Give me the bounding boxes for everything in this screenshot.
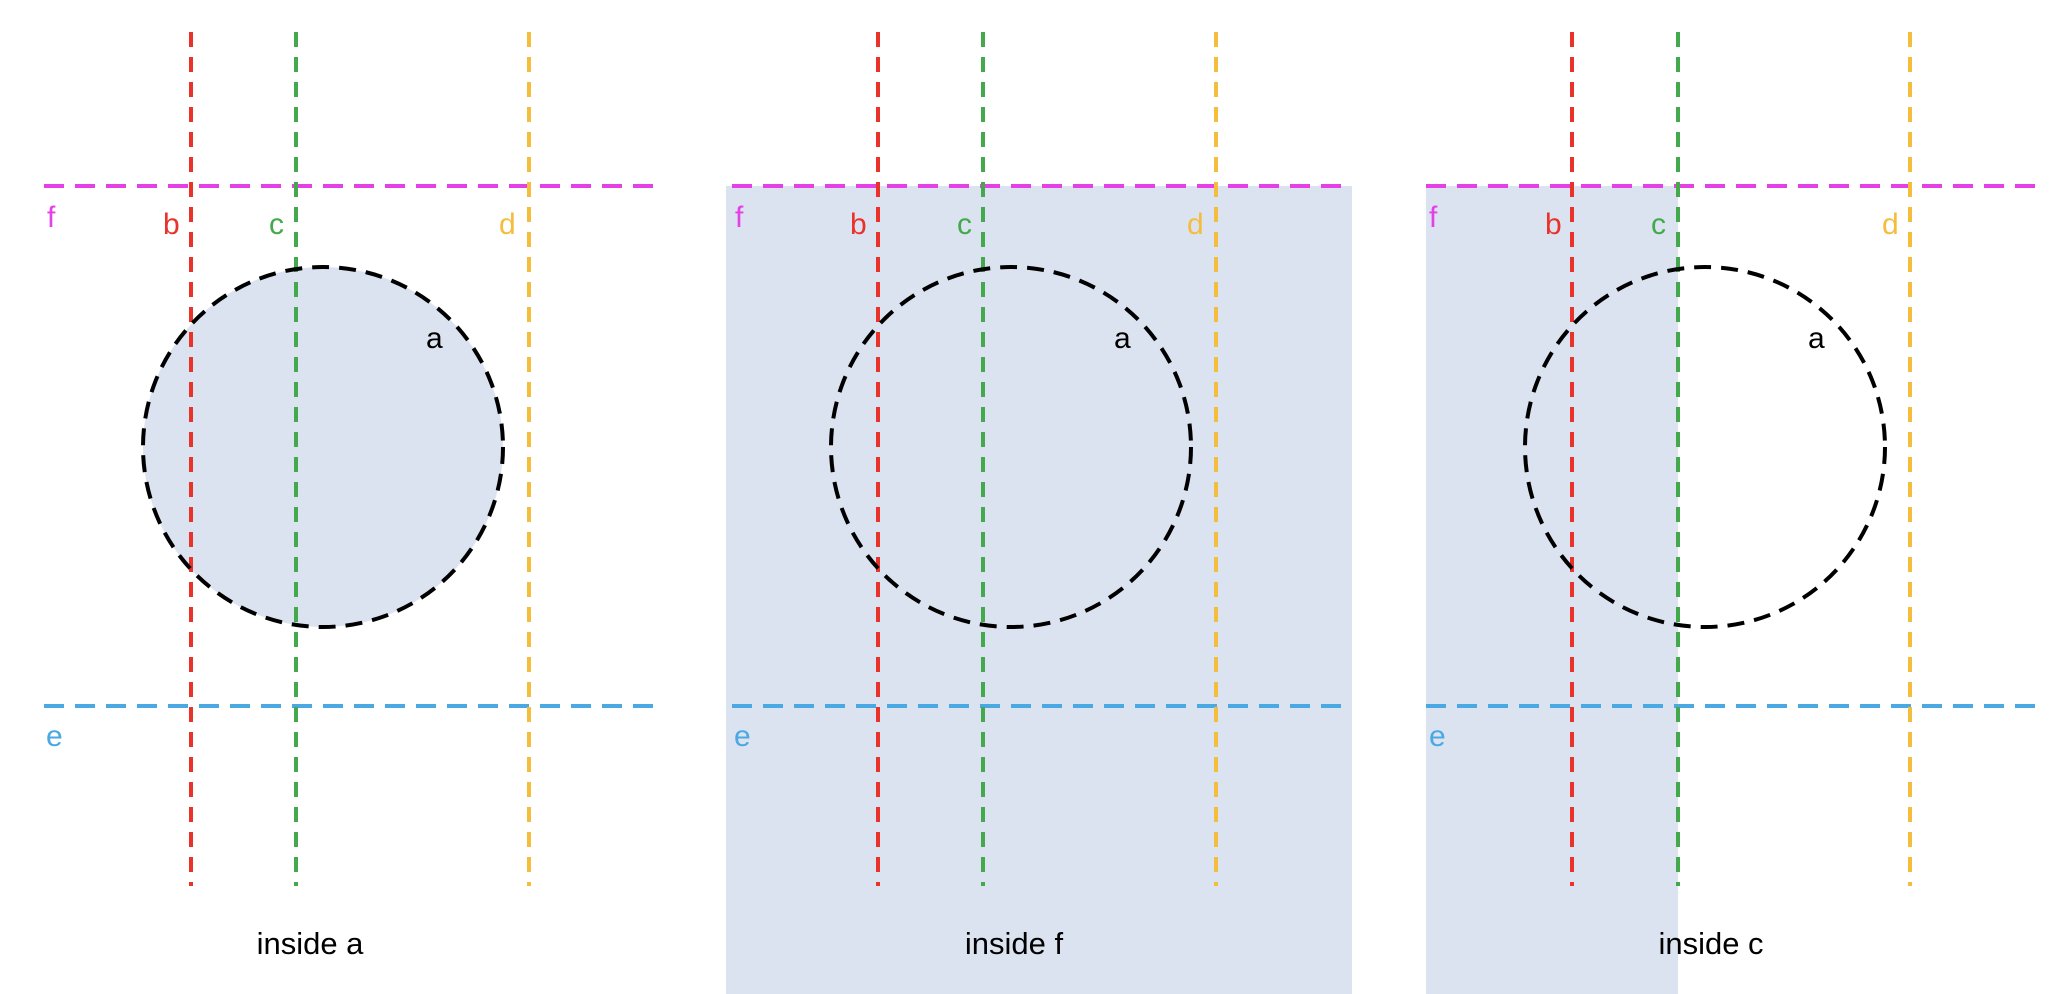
panel-inside-c: f b c d a e inside c [1426, 32, 2044, 994]
panel-inside-f: f b c d a e inside f [726, 32, 1352, 994]
panel-inside-a: f b c d a e inside a [44, 32, 662, 961]
shaded-region-a [143, 267, 503, 627]
label-b: b [163, 208, 180, 241]
label-a: a [1808, 322, 1825, 355]
label-c: c [269, 208, 284, 241]
panel-caption: inside c [1658, 926, 1763, 961]
label-b: b [1545, 208, 1562, 241]
circle-a [1523, 265, 1887, 629]
shaded-region-f [726, 186, 1352, 994]
label-c: c [957, 208, 972, 241]
label-a: a [426, 322, 443, 355]
label-e: e [1429, 720, 1446, 753]
label-d: d [1882, 208, 1899, 241]
circle-a [141, 265, 505, 629]
label-d: d [1187, 208, 1204, 241]
circle-a [829, 265, 1193, 629]
label-f: f [735, 201, 744, 234]
label-e: e [734, 720, 751, 753]
label-c: c [1651, 208, 1666, 241]
label-f: f [47, 201, 56, 234]
shaded-region-c [1426, 186, 1678, 994]
label-e: e [46, 720, 63, 753]
label-a: a [1114, 322, 1131, 355]
label-b: b [850, 208, 867, 241]
label-d: d [499, 208, 516, 241]
panel-caption: inside f [965, 926, 1064, 961]
label-f: f [1429, 201, 1438, 234]
panel-caption: inside a [257, 926, 365, 961]
